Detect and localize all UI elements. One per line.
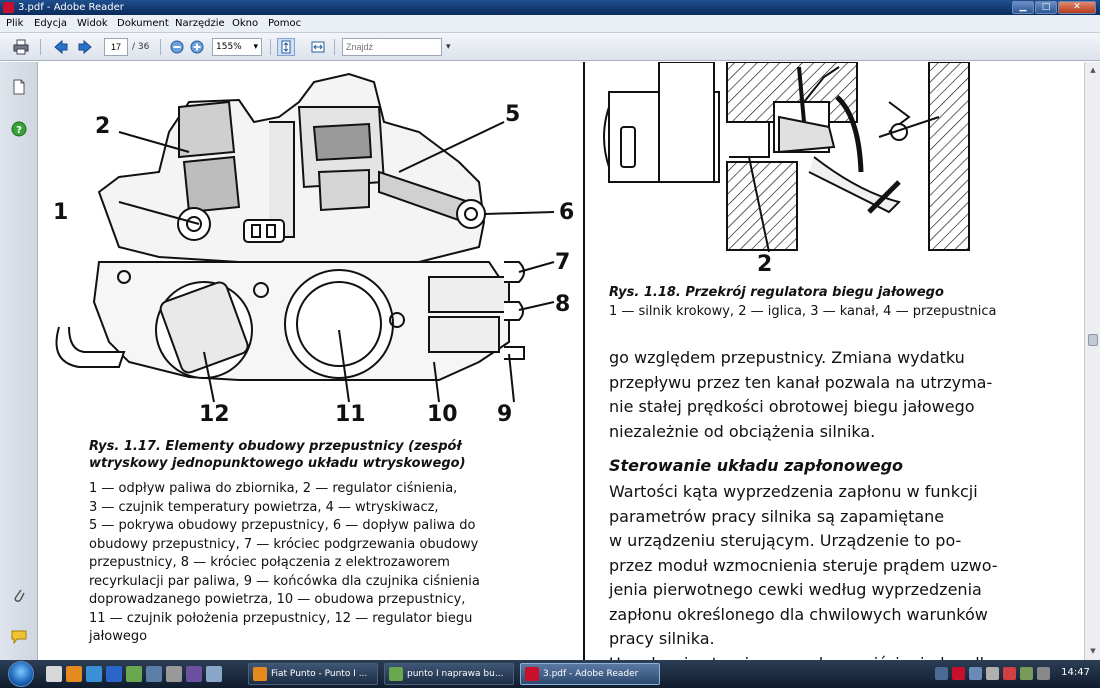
pages-icon[interactable] [10,78,28,96]
fit-width-icon[interactable] [309,38,327,56]
page-total: / 36 [132,42,150,52]
chevron-down-icon: ▾ [253,42,258,52]
maximize-button[interactable]: □ [1035,1,1057,14]
menu-widok[interactable]: Widok [77,18,108,29]
chrome-icon[interactable] [86,666,102,682]
window-title: 3.pdf - Adobe Reader [18,2,124,13]
figure-1-17-caption-body: 1 — odpływ paliwa do zbiornika, 2 — regu… [89,481,480,644]
document-view[interactable]: 2 5 1 6 7 8 12 11 10 9 Rys. 1.17. Elemen… [39,62,1084,660]
menu-pomoc[interactable]: Pomoc [268,18,302,29]
menu-plik[interactable]: Plik [6,18,24,29]
calculator-icon[interactable] [166,666,182,682]
notification-icon[interactable] [1003,667,1016,680]
close-button[interactable]: ✕ [1058,1,1096,14]
system-tray: 14:47 [925,660,1100,688]
menu-okno[interactable]: Okno [232,18,259,29]
device-icon[interactable] [1020,667,1033,680]
menu-narzedzie[interactable]: Narzędzie [175,18,225,29]
vertical-scrollbar[interactable]: ▲ ▼ [1084,62,1100,660]
svg-text:?: ? [16,125,22,136]
windows-taskbar: Fiat Punto - Punto I ... punto I naprawa… [0,660,1100,688]
clock[interactable]: 14:47 [1061,667,1090,678]
document-icon [389,667,403,681]
toolbar: / 36 155% ▾ ▾ [0,33,1100,61]
navigation-panel: ? [0,62,38,660]
antivirus-icon[interactable] [952,667,965,680]
menu-edycja[interactable]: Edycja [34,18,67,29]
figure-label-5: 5 [505,102,521,127]
help-icon[interactable]: ? [10,120,28,138]
comments-icon[interactable] [10,628,28,646]
volume-icon[interactable] [986,667,999,680]
menu-bar: Plik Edycja Widok Dokument Narzędzie Okn… [0,15,1100,33]
find-input[interactable] [342,38,442,56]
page-column-divider [583,62,585,660]
zoom-in-icon[interactable] [188,38,206,56]
section-heading: Sterowanie układu zapłonowego [609,456,904,475]
battery-icon[interactable] [1037,667,1050,680]
next-page-icon[interactable] [76,38,94,56]
zoom-select[interactable]: 155% ▾ [212,38,262,56]
figure-label-1: 1 [53,200,69,225]
figure-label-6: 6 [559,200,575,225]
body-paragraph-2: Wartości kąta wyprzedzenia zapłonu w fun… [609,482,998,660]
firefox-icon[interactable] [66,666,82,682]
taskbar-item-adobe-reader[interactable]: 3.pdf - Adobe Reader [520,663,660,685]
zoom-value: 155% [216,42,242,52]
taskbar-item-punto-naprawa[interactable]: punto I naprawa bu... [384,663,514,685]
internet-explorer-icon[interactable] [106,666,122,682]
firefox-icon [253,667,267,681]
show-desktop-icon[interactable] [46,666,62,682]
font-app-icon[interactable] [186,666,202,682]
figure-label-2: 2 [95,114,111,139]
figure-1-17-caption-title: Rys. 1.17. Elementy obudowy przepustnicy… [89,439,466,471]
print-icon[interactable] [12,38,30,56]
fit-page-icon[interactable] [277,38,295,56]
figure-label-9: 9 [497,402,513,427]
figure-label-8: 8 [555,292,571,317]
app-icon[interactable] [206,666,222,682]
title-bar: 3.pdf - Adobe Reader ▁ □ ✕ [0,0,1100,15]
figure-label-10: 10 [427,402,458,427]
body-paragraph-1: go względem przepustnicy. Zmiana wydatku… [609,348,993,441]
find-options-chevron-icon[interactable]: ▾ [446,42,451,52]
adobe-reader-icon [525,667,539,681]
page-number-input[interactable] [104,38,128,56]
previous-page-icon[interactable] [52,38,70,56]
figure-1-18-caption-body: 1 — silnik krokowy, 2 — iglica, 3 — kana… [609,304,997,319]
explorer-icon[interactable] [146,666,162,682]
figure-1-18-caption-title: Rys. 1.18. Przekrój regulatora biegu jał… [609,285,944,300]
menu-dokument[interactable]: Dokument [117,18,169,29]
figure-label-11: 11 [335,402,366,427]
network-icon[interactable] [969,667,982,680]
taskbar-item-fiat-punto[interactable]: Fiat Punto - Punto I ... [248,663,378,685]
attachments-icon[interactable] [10,586,28,604]
media-icon[interactable] [126,666,142,682]
figure-label-12: 12 [199,402,230,427]
figure-1-18-label-2: 2 [757,252,773,277]
scroll-thumb[interactable] [1088,334,1098,346]
scroll-up-icon[interactable]: ▲ [1090,66,1096,74]
throttle-body-illustration [55,72,555,403]
figure-label-7: 7 [555,250,571,275]
minimize-button[interactable]: ▁ [1012,1,1034,14]
language-icon[interactable] [935,667,948,680]
zoom-out-icon[interactable] [168,38,186,56]
scroll-down-icon[interactable]: ▼ [1090,647,1096,655]
idle-regulator-cross-section [603,62,970,252]
start-button[interactable] [8,661,34,687]
adobe-reader-icon [3,2,14,13]
